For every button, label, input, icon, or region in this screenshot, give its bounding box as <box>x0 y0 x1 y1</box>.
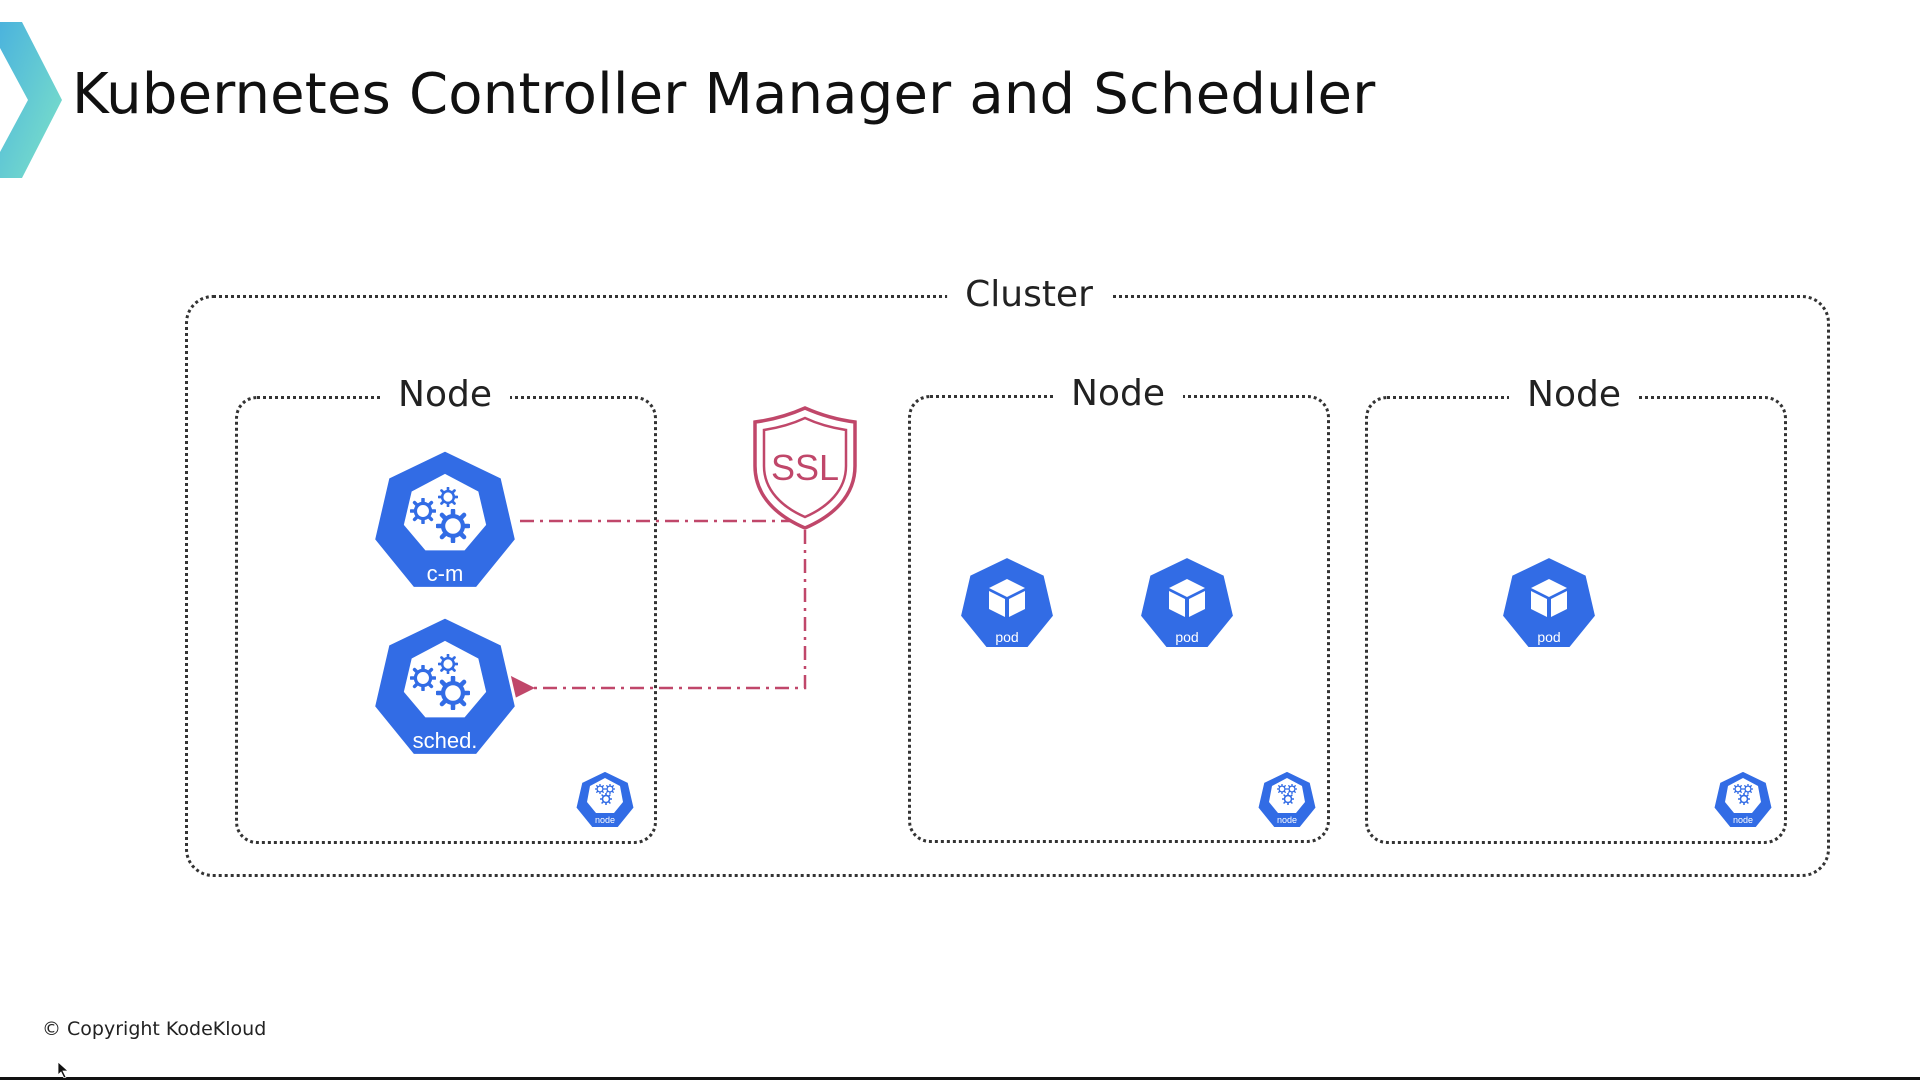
accent-chevron-icon <box>0 22 62 178</box>
node-label-3: Node <box>1509 374 1639 415</box>
node-badge-icon: node <box>575 770 635 829</box>
connection-lines <box>505 519 807 703</box>
ssl-to-sched-line <box>505 530 807 703</box>
pod-icon: pod <box>1139 556 1235 649</box>
scheduler-label: sched. <box>413 728 478 753</box>
node-badge-icon: node <box>1713 770 1773 829</box>
controller-manager-icon: c-m <box>372 448 518 590</box>
controller-manager-label: c-m <box>427 561 464 586</box>
cluster-label: Cluster <box>947 274 1111 315</box>
scheduler-icon: sched. <box>372 615 518 757</box>
pod-label: pod <box>1537 629 1560 645</box>
page-title: Kubernetes Controller Manager and Schedu… <box>72 62 1376 127</box>
ssl-shield-icon: SSL <box>753 406 857 530</box>
node-badge-label: node <box>1733 815 1753 825</box>
ssl-label: SSL <box>771 447 839 488</box>
node-badge-icon: node <box>1257 770 1317 829</box>
pod-icon: pod <box>959 556 1055 649</box>
mouse-cursor-icon <box>58 1062 70 1078</box>
node-badge-label: node <box>595 815 615 825</box>
bottom-rule <box>0 1077 1920 1080</box>
pod-label: pod <box>995 629 1018 645</box>
pod-label: pod <box>1175 629 1198 645</box>
node-badge-label: node <box>1277 815 1297 825</box>
pod-icon: pod <box>1501 556 1597 649</box>
copyright-footer: © Copyright KodeKloud <box>42 1018 267 1040</box>
node-label-1: Node <box>380 374 510 415</box>
node-label-2: Node <box>1053 373 1183 414</box>
